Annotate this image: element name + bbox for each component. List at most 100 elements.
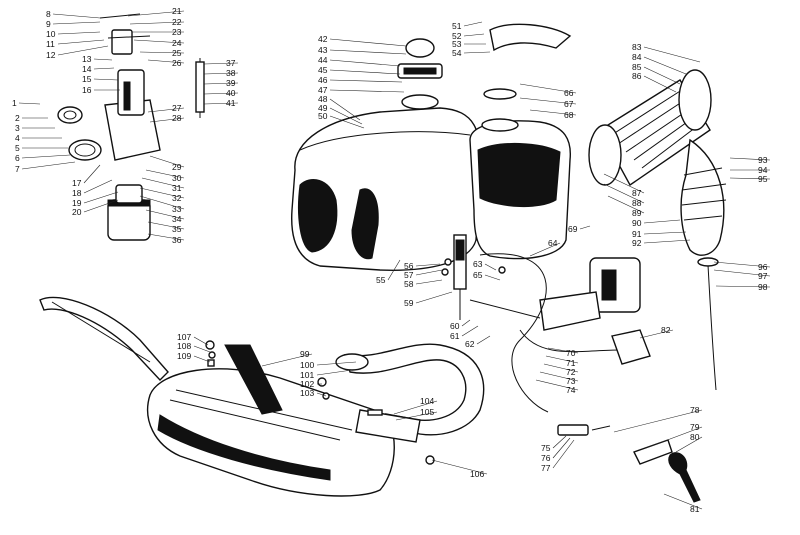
callout-number-81: 81 bbox=[690, 504, 700, 514]
callout-leader-56 bbox=[415, 263, 441, 267]
callout-number-88: 88 bbox=[632, 198, 642, 208]
callout-leader-92 bbox=[643, 239, 691, 244]
callout-number-85: 85 bbox=[632, 62, 642, 72]
callout-number-93: 93 bbox=[758, 155, 768, 165]
callout-number-87: 87 bbox=[632, 188, 642, 198]
callout-number-27: 27 bbox=[172, 103, 182, 113]
callout-number-18: 18 bbox=[72, 188, 82, 198]
callout-number-97: 97 bbox=[758, 271, 768, 281]
callout-number-59: 59 bbox=[404, 298, 414, 308]
callout-leader-19 bbox=[83, 191, 119, 204]
callout-leader-32 bbox=[139, 187, 185, 199]
callout-number-101: 101 bbox=[300, 370, 314, 380]
callout-leader-25 bbox=[139, 51, 185, 54]
callout-number-37: 37 bbox=[226, 58, 236, 68]
callout-leader-11 bbox=[57, 39, 105, 45]
callout-leader-89 bbox=[607, 195, 645, 214]
callout-number-1: 1 bbox=[12, 98, 17, 108]
callout-leader-43 bbox=[329, 49, 407, 55]
callout-number-15: 15 bbox=[82, 74, 92, 84]
callout-number-25: 25 bbox=[172, 48, 182, 58]
callout-number-4: 4 bbox=[15, 133, 20, 143]
callout-leader-109 bbox=[193, 355, 211, 363]
callout-leader-68 bbox=[529, 109, 577, 116]
callout-number-41: 41 bbox=[226, 98, 236, 108]
callout-leader-1 bbox=[18, 102, 41, 105]
callout-number-86: 86 bbox=[632, 71, 642, 81]
frame-tube bbox=[39, 296, 169, 382]
callout-number-10: 10 bbox=[46, 29, 56, 39]
callout-leader-59 bbox=[415, 291, 453, 304]
callout-number-43: 43 bbox=[318, 45, 328, 55]
callout-leader-8 bbox=[52, 13, 101, 19]
callout-leader-21 bbox=[127, 10, 185, 17]
callout-number-49: 49 bbox=[318, 103, 328, 113]
callout-number-26: 26 bbox=[172, 58, 182, 68]
callout-leader-41 bbox=[203, 102, 239, 105]
carburettor-assembly bbox=[57, 13, 205, 241]
callout-leader-98 bbox=[715, 285, 771, 288]
callout-leader-20 bbox=[83, 199, 119, 213]
callout-number-91: 91 bbox=[632, 229, 642, 239]
callout-number-17: 17 bbox=[72, 178, 82, 188]
callout-number-60: 60 bbox=[450, 321, 460, 331]
callout-leader-72 bbox=[543, 363, 579, 373]
callout-number-104: 104 bbox=[420, 396, 434, 406]
callout-leader-44 bbox=[329, 59, 401, 67]
callout-number-95: 95 bbox=[758, 174, 768, 184]
callout-leader-66 bbox=[519, 83, 577, 94]
exhaust-silencer bbox=[146, 343, 485, 497]
callout-leader-13 bbox=[93, 58, 113, 61]
callout-number-42: 42 bbox=[318, 34, 328, 44]
callout-leader-93 bbox=[729, 157, 771, 161]
callout-number-30: 30 bbox=[172, 173, 182, 183]
callout-number-98: 98 bbox=[758, 282, 768, 292]
callout-number-50: 50 bbox=[318, 111, 328, 121]
callout-number-103: 103 bbox=[300, 388, 314, 398]
callout-leader-86 bbox=[643, 75, 677, 93]
callout-leader-83 bbox=[643, 46, 701, 63]
callout-leader-99 bbox=[261, 353, 313, 367]
callout-number-12: 12 bbox=[46, 50, 56, 60]
callout-leader-101 bbox=[316, 369, 353, 376]
callout-number-33: 33 bbox=[172, 204, 182, 214]
callout-leader-84 bbox=[643, 56, 687, 75]
callout-leader-17 bbox=[83, 164, 101, 184]
callout-number-11: 11 bbox=[46, 39, 55, 49]
callout-leader-40 bbox=[203, 92, 239, 95]
callout-leader-38 bbox=[203, 72, 239, 75]
callout-number-90: 90 bbox=[632, 218, 642, 228]
callout-number-78: 78 bbox=[690, 405, 700, 415]
callout-number-58: 58 bbox=[404, 279, 414, 289]
callout-number-89: 89 bbox=[632, 208, 642, 218]
callout-leader-46 bbox=[329, 79, 403, 83]
callout-leader-105 bbox=[395, 411, 438, 421]
callout-leader-78 bbox=[613, 409, 703, 433]
callout-leader-63 bbox=[484, 263, 497, 271]
callout-number-100: 100 bbox=[300, 360, 314, 370]
callout-leader-28 bbox=[149, 117, 185, 123]
callout-leader-10 bbox=[57, 31, 101, 35]
callout-number-74: 74 bbox=[566, 385, 576, 395]
callout-number-5: 5 bbox=[15, 143, 20, 153]
callout-number-16: 16 bbox=[82, 85, 92, 95]
callout-leader-90 bbox=[643, 219, 681, 224]
fuel-tap bbox=[453, 234, 467, 320]
callout-leader-70 bbox=[547, 347, 579, 354]
callout-leader-12 bbox=[57, 45, 109, 56]
callout-leader-48 bbox=[329, 98, 361, 121]
callout-leader-22 bbox=[129, 21, 185, 25]
callout-number-13: 13 bbox=[82, 54, 92, 64]
callout-number-61: 61 bbox=[450, 331, 460, 341]
callout-number-35: 35 bbox=[172, 224, 182, 234]
callout-number-83: 83 bbox=[632, 42, 642, 52]
callout-number-7: 7 bbox=[15, 164, 20, 174]
callout-leader-49 bbox=[329, 107, 363, 125]
callout-number-84: 84 bbox=[632, 52, 642, 62]
callout-leader-7 bbox=[21, 161, 76, 170]
callout-leader-64 bbox=[529, 242, 561, 257]
callout-leader-82 bbox=[639, 329, 674, 339]
oil-tank bbox=[469, 23, 572, 260]
callout-number-102: 102 bbox=[300, 379, 314, 389]
